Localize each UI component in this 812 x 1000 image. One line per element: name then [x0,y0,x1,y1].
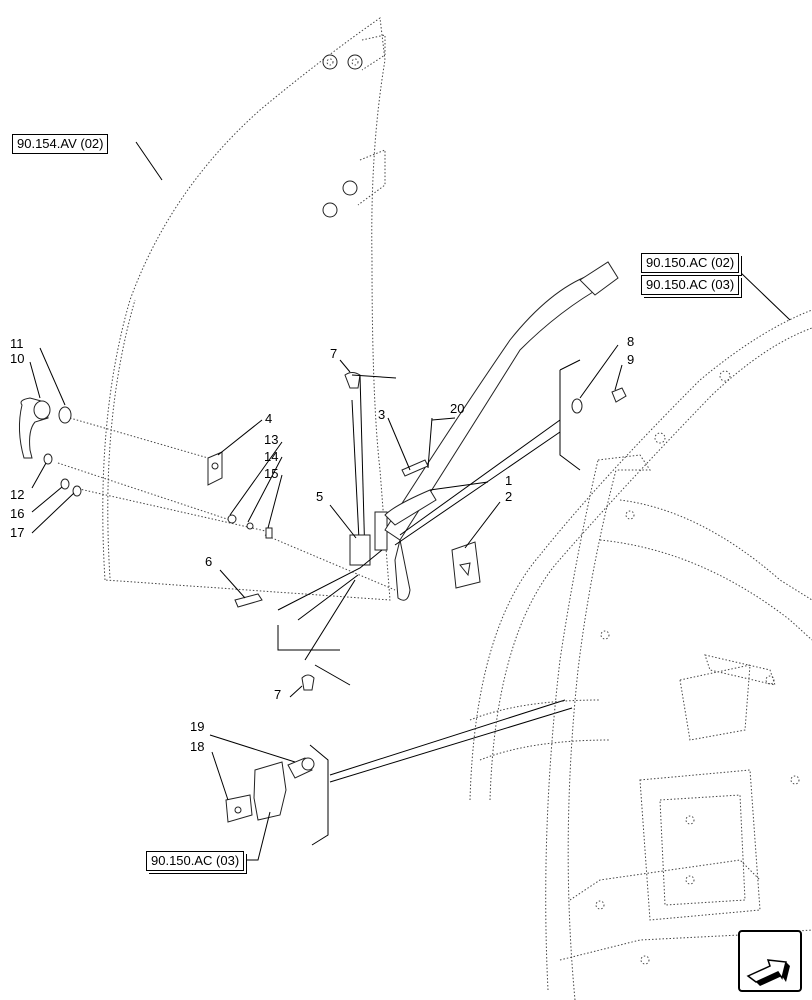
callout-4: 4 [265,411,273,426]
small-hardware [207,372,627,691]
ref-cab-frame-a[interactable]: 90.150.AC (02) [641,253,740,273]
callout-7-top: 7 [330,346,338,361]
upper-hinge [322,34,386,71]
ref-door-glass[interactable]: 90.154.AV (02) [12,134,109,154]
callout-leaders [29,344,623,801]
callout-20: 20 [450,401,465,416]
callout-16: 16 [10,506,25,521]
callout-6: 6 [205,554,213,569]
retaining-clip [401,417,433,477]
callout-5: 5 [316,489,324,504]
callout-2: 2 [505,489,513,504]
callout-17: 17 [10,525,25,540]
strap-cover [451,541,481,589]
assembly-axes [57,417,396,591]
arrow-next-icon [746,959,790,986]
leader-lines [309,359,581,846]
callout-13: 13 [264,432,279,447]
callout-7-bottom: 7 [274,687,282,702]
door-latch [277,374,397,686]
lower-hinge [322,149,386,218]
callout-10: 10 [10,351,25,366]
next-page-button[interactable] [738,930,802,992]
callout-12: 12 [10,487,25,502]
callout-15: 15 [264,466,279,481]
callout-18: 18 [190,739,205,754]
callout-14: 14 [264,449,279,464]
mounting-bracket [225,757,315,823]
callout-3: 3 [378,407,386,422]
callout-19: 19 [190,719,205,734]
callout-11: 11 [10,336,24,351]
door-glass-panel [102,17,391,601]
door-handle [18,397,82,497]
callout-1: 1 [505,473,513,488]
reference-leaders [135,141,791,861]
callout-9: 9 [627,352,635,367]
cab-frame [469,309,812,1000]
ref-bracket[interactable]: 90.150.AC (03) [146,851,245,871]
door-strap [384,261,619,601]
ref-cab-frame-b[interactable]: 90.150.AC (03) [641,275,740,295]
callout-8: 8 [627,334,635,349]
